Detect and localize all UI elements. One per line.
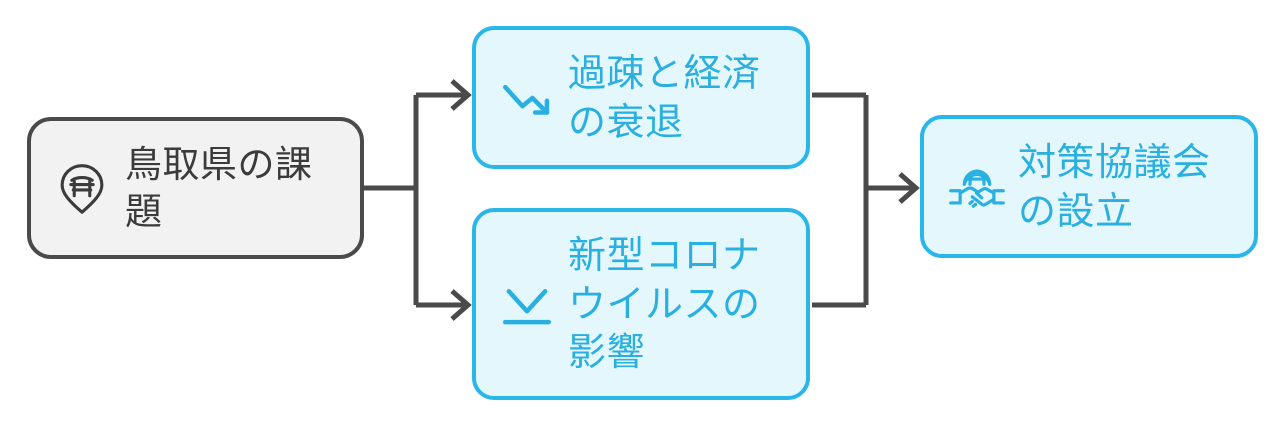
handshake-globe-icon [946, 157, 1008, 217]
arrowhead-to-decline [450, 79, 472, 111]
node-covid[interactable]: 新型コロナウイルスの影響 [472, 208, 810, 400]
map-pin-torii-icon [51, 157, 113, 219]
node-covid-label: 新型コロナウイルスの影響 [568, 233, 761, 375]
arrowhead-to-covid [450, 289, 472, 321]
node-decline[interactable]: 過疎と経済の衰退 [472, 26, 810, 169]
node-root[interactable]: 鳥取県の課題 [27, 117, 364, 259]
arrowhead-to-council [898, 172, 920, 204]
node-council[interactable]: 対策協議会の設立 [920, 115, 1258, 258]
node-council-label: 対策協議会の設立 [1018, 139, 1211, 233]
trend-down-arrow-icon [498, 69, 556, 127]
node-root-label: 鳥取県の課題 [125, 142, 313, 233]
node-decline-label: 過疎と経済の衰退 [568, 50, 761, 144]
chevron-down-line-icon [498, 275, 556, 333]
